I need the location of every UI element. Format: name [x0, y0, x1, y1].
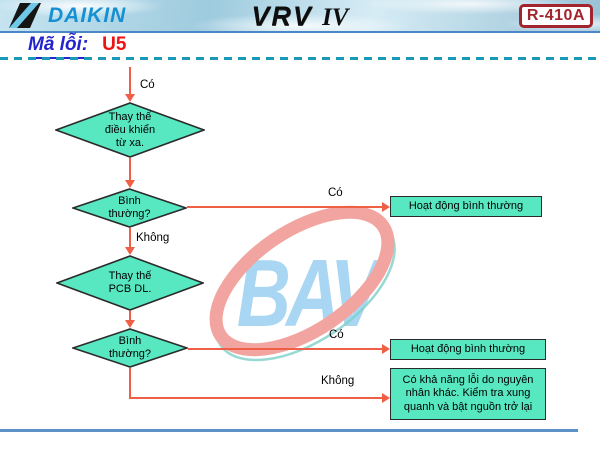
daikin-wordmark: DAIKIN — [48, 4, 127, 27]
arrowhead-yes-2 — [382, 344, 390, 354]
node-label: Bình thường? — [109, 335, 151, 361]
flow-node-replace-remote: Thay thế điều khiển từ xa. — [55, 102, 205, 158]
arrowhead-no-1 — [125, 247, 135, 255]
branch-label-yes-2: Có — [329, 329, 344, 341]
branch-label-no-2: Không — [321, 375, 355, 387]
daikin-mark-icon — [9, 3, 41, 28]
diamond-shape — [56, 255, 204, 311]
diamond-shape — [72, 328, 188, 368]
arrowhead-d1-d2 — [125, 180, 135, 188]
result-box-normal-2: Hoạt động bình thường — [390, 339, 546, 360]
branch-label-no-1: Không — [136, 232, 170, 244]
vrv-generation: IV — [322, 4, 349, 31]
node-label-line: thường? — [108, 208, 151, 220]
node-label-line: Thay thế — [108, 270, 152, 282]
diamond-shape — [55, 102, 205, 158]
refrigerant-badge: R-410A — [518, 4, 593, 28]
node-label-line: PCB DL. — [108, 283, 152, 295]
node-label-line: thường? — [108, 348, 152, 360]
vrv-logo: VRV IV — [252, 1, 349, 32]
arrowhead-no-2 — [382, 393, 390, 403]
error-code-label: Mã lỗi: — [28, 34, 89, 59]
watermark-text: BAV — [236, 240, 380, 347]
node-label-line: Thay thế — [108, 110, 152, 123]
flow-node-replace-pcb: Thay thế PCB DL. — [56, 255, 204, 311]
branch-label-yes-1: Có — [328, 187, 343, 199]
error-code-title: Mã lỗi: U5 — [28, 34, 126, 59]
arrowhead-yes-1 — [382, 202, 390, 212]
arrowhead-entry — [125, 94, 135, 102]
result-box-normal-1: Hoạt động bình thường — [390, 196, 542, 217]
error-code-value: U5 — [102, 34, 127, 55]
branch-label-entry-yes: Có — [140, 79, 155, 91]
node-label-line: Bình — [118, 335, 142, 347]
arrowhead-d3-d4 — [125, 320, 135, 328]
flow-node-normal-check-1: Bình thường? — [72, 188, 187, 228]
node-label: Bình thường? — [108, 195, 150, 221]
node-label-line: Bình — [118, 195, 141, 207]
result-box-other-cause: Có khả năng lỗi do nguyên nhân khác. Kiể… — [390, 368, 546, 420]
diamond-shape — [72, 188, 187, 228]
node-label-line: điều khiển — [104, 123, 156, 136]
flow-node-normal-check-2: Bình thường? — [72, 328, 188, 368]
header-banner: DAIKIN VRV IV R-410A — [0, 0, 600, 33]
vrv-wordmark: VRV — [251, 1, 314, 31]
daikin-logo: DAIKIN — [8, 2, 126, 29]
title-divider — [0, 57, 600, 60]
footer-divider — [0, 429, 578, 432]
node-label: Thay thế PCB DL. — [109, 270, 152, 296]
node-label: Thay thế điều khiển từ xa. — [105, 111, 155, 150]
node-label-line: từ xa. — [115, 136, 145, 149]
